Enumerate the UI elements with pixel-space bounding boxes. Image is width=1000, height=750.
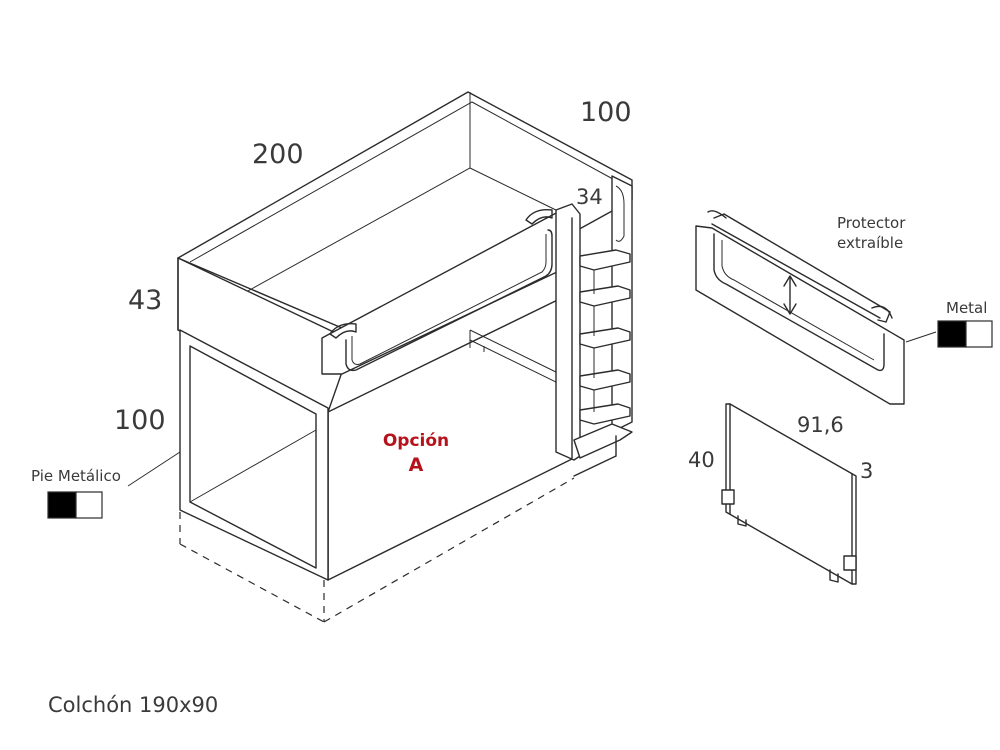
protector-board bbox=[695, 225, 905, 405]
ladder-rail bbox=[611, 175, 633, 433]
dim-panel-width: 91,6 bbox=[797, 413, 844, 437]
adjust-arrow-icon bbox=[783, 275, 797, 315]
metal-leader bbox=[905, 331, 937, 343]
mattress-caption: Colchón 190x90 bbox=[48, 693, 218, 717]
protector-slot bbox=[713, 233, 885, 372]
footprint-dashes bbox=[179, 477, 575, 623]
panel-clip-right bbox=[843, 555, 857, 571]
rail-handle-left bbox=[329, 323, 357, 339]
removable-protector bbox=[695, 210, 937, 405]
rail-handle-right bbox=[525, 209, 553, 225]
dim-length: 200 bbox=[252, 139, 304, 170]
panel-clip-left bbox=[721, 489, 735, 505]
dim-ladder: 34 bbox=[576, 185, 603, 209]
dim-panel-depth: 3 bbox=[860, 459, 873, 483]
leg-swatch-white bbox=[75, 491, 103, 519]
metal-label: Metal bbox=[946, 299, 987, 317]
swatch-black bbox=[937, 320, 967, 348]
dim-leg-height: 100 bbox=[114, 405, 166, 436]
metal-leg-leader bbox=[127, 451, 181, 487]
protector-label-2: extraíble bbox=[837, 234, 903, 252]
loft-bed bbox=[127, 91, 633, 623]
swatch-white bbox=[965, 320, 993, 348]
bed-inner-edge bbox=[189, 101, 623, 263]
ladder-base bbox=[573, 423, 633, 459]
option-letter: A bbox=[409, 454, 424, 476]
dim-bed-height: 43 bbox=[128, 285, 162, 316]
leg-frame-opening bbox=[189, 345, 317, 569]
leg-swatch-black bbox=[47, 491, 77, 519]
option-label: Opción bbox=[383, 431, 449, 451]
dim-width: 100 bbox=[580, 97, 632, 128]
metal-leg-label: Pie Metálico bbox=[31, 467, 121, 485]
side-panel bbox=[721, 403, 857, 585]
ladder-post bbox=[555, 203, 581, 461]
metal-leg-swatch bbox=[47, 491, 103, 519]
ladder-steps bbox=[579, 249, 631, 425]
dim-panel-height: 40 bbox=[688, 448, 715, 472]
protector-label-1: Protector bbox=[837, 214, 906, 232]
metal-swatch bbox=[937, 320, 993, 348]
rail-opening bbox=[345, 229, 553, 372]
